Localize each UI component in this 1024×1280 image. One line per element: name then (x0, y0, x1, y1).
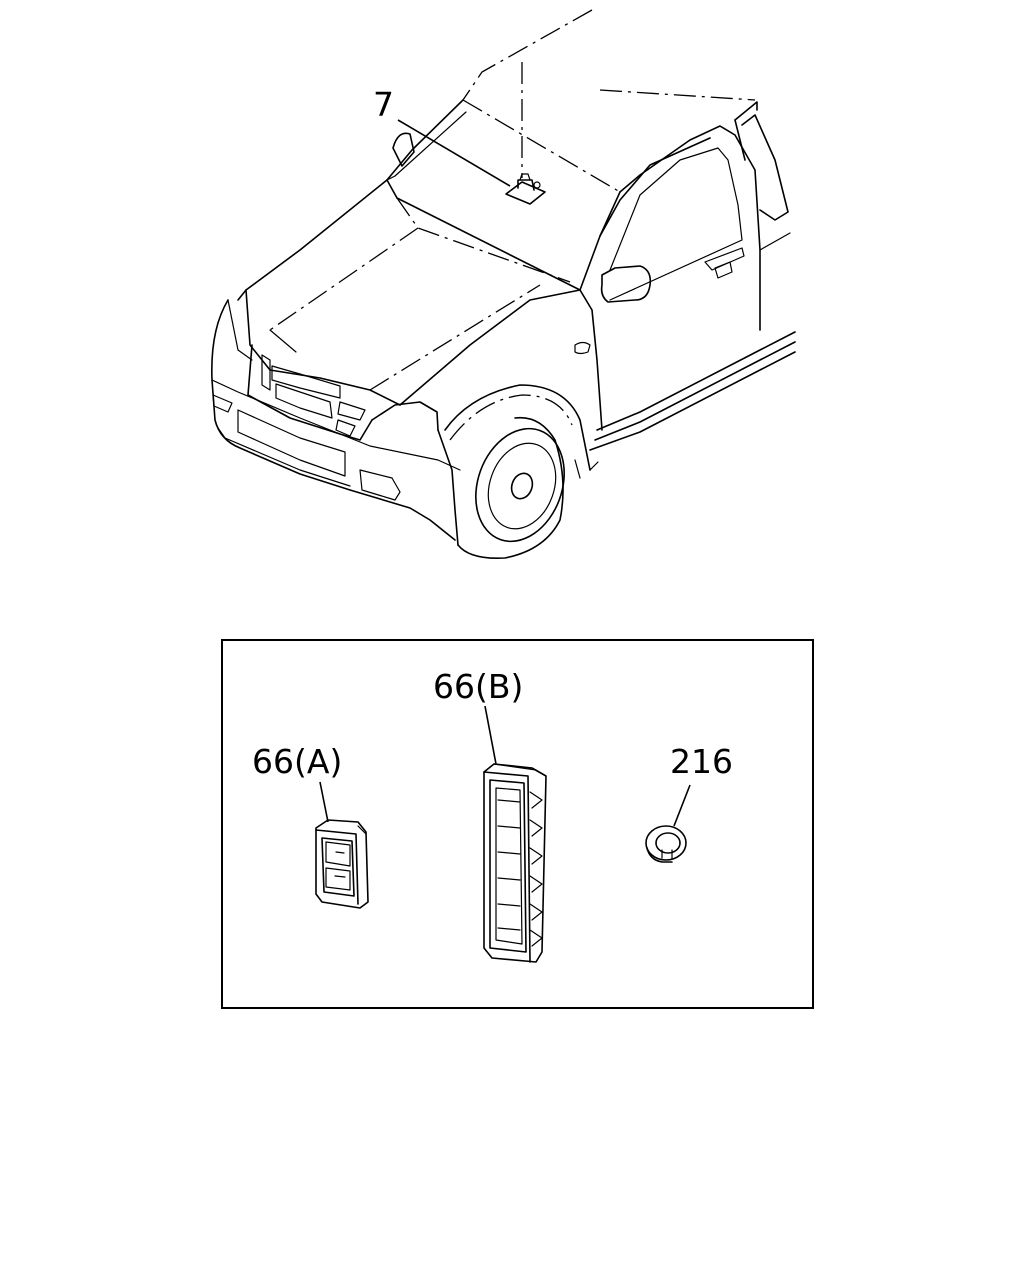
callout-66b-leader (484, 705, 497, 765)
callout-216-leader (673, 784, 691, 827)
callout-66a-leader (319, 781, 329, 823)
callout-7-leader (397, 119, 511, 187)
callout-7-label: 7 (373, 85, 394, 124)
callout-66a-label: 66(A) (252, 742, 342, 781)
callout-66b-label: 66(B) (433, 667, 523, 706)
vehicle-illustration (211, 9, 796, 560)
detail-box (221, 639, 814, 1009)
callout-216-label: 216 (670, 742, 733, 781)
part-216-grommet (645, 825, 687, 863)
part-66a-vent (315, 819, 369, 909)
part-66b-vent (483, 763, 547, 963)
